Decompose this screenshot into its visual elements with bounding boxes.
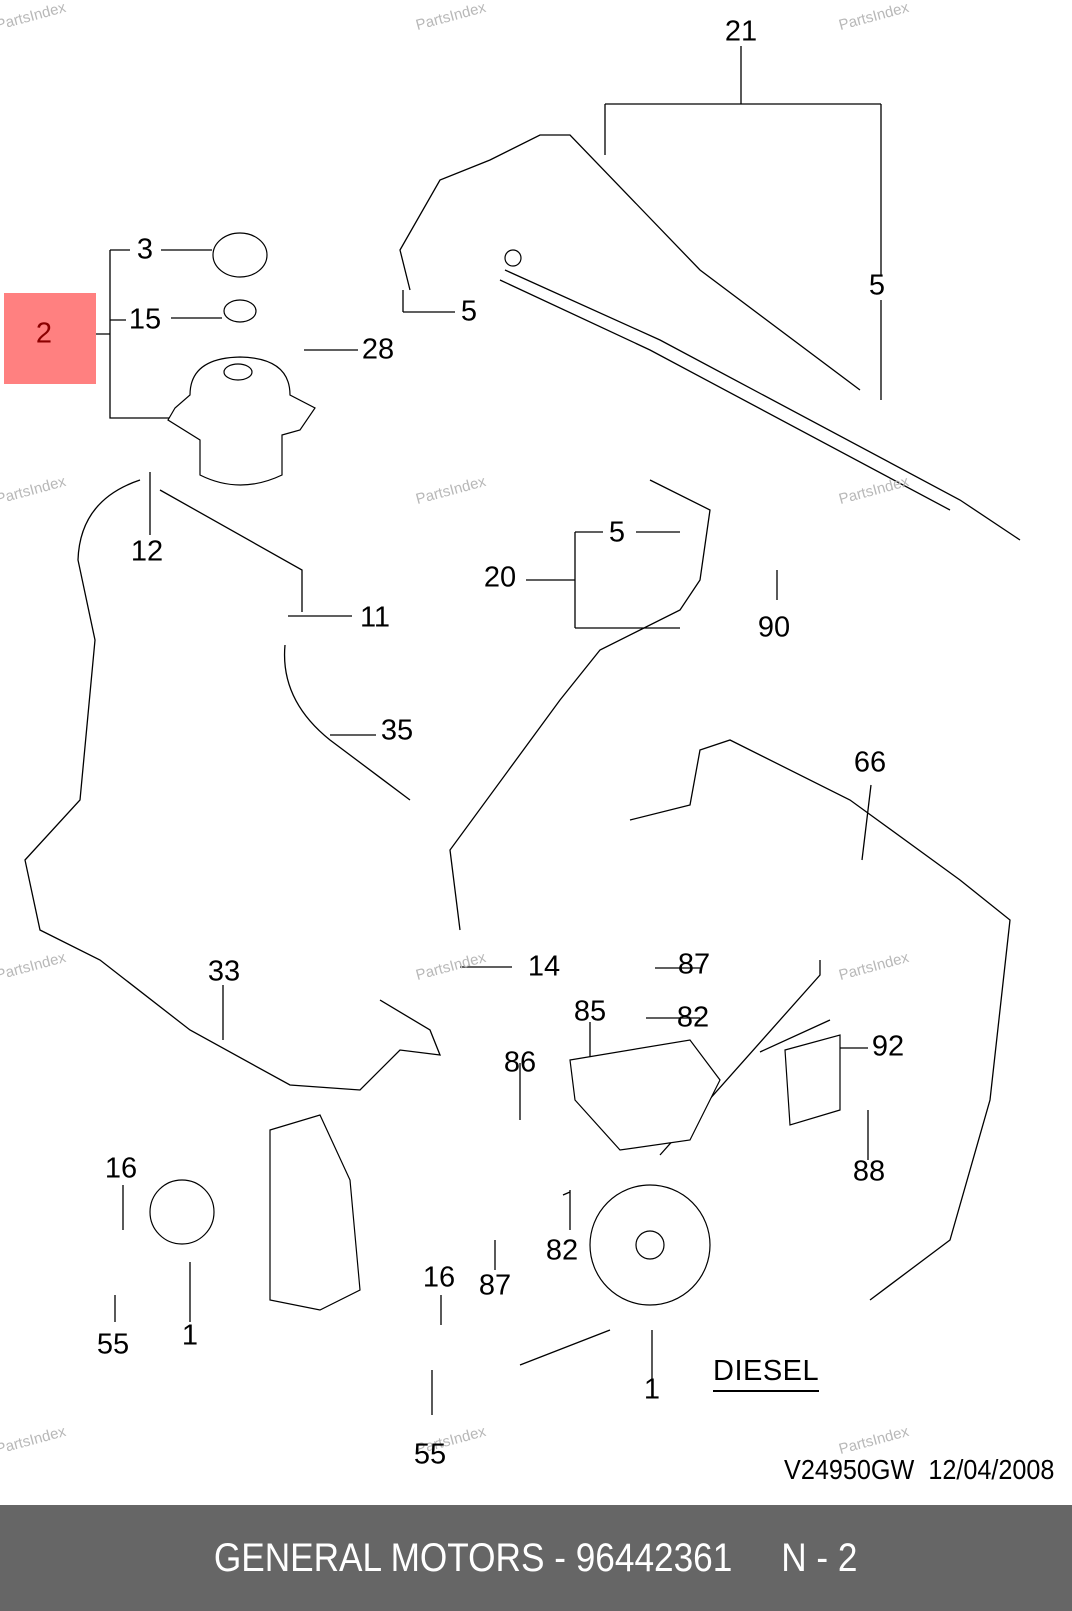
callout-66[interactable]: 66	[853, 746, 887, 779]
callout-5[interactable]: 5	[460, 295, 478, 328]
pumps	[149, 1034, 841, 1311]
hoses	[24, 134, 1011, 1301]
callout-87[interactable]: 87	[677, 948, 711, 981]
callout-35[interactable]: 35	[380, 714, 414, 747]
callout-33[interactable]: 33	[207, 955, 241, 988]
callout-92[interactable]: 92	[871, 1030, 905, 1063]
steering-rack	[499, 249, 1021, 541]
callout-1[interactable]: 1	[181, 1319, 199, 1352]
footer-bar: GENERAL MOTORS - 96442361 N - 2	[0, 1505, 1072, 1611]
diagram-drawing	[24, 46, 1021, 1415]
callout-20[interactable]: 20	[483, 561, 517, 594]
callout-88[interactable]: 88	[852, 1155, 886, 1188]
callout-86[interactable]: 86	[503, 1046, 537, 1079]
highlighted-callout-label: 2	[35, 317, 53, 350]
callout-82[interactable]: 82	[676, 1001, 710, 1034]
callout-1[interactable]: 1	[643, 1373, 661, 1406]
drawing-date: 12/04/2008	[927, 1454, 1054, 1485]
callout-85[interactable]: 85	[573, 995, 607, 1028]
callout-28[interactable]: 28	[361, 333, 395, 366]
drawing-id: V24950GW	[783, 1454, 914, 1485]
reservoir-assembly	[167, 232, 316, 486]
callout-5[interactable]: 5	[608, 516, 626, 549]
callout-3[interactable]: 3	[136, 233, 154, 266]
callout-5[interactable]: 5	[868, 269, 886, 302]
drawing-code: V24950GW 12/04/2008	[784, 1454, 1054, 1486]
callout-12[interactable]: 12	[130, 535, 164, 568]
callout-55[interactable]: 55	[96, 1328, 130, 1361]
callout-11[interactable]: 11	[359, 601, 391, 634]
callout-82[interactable]: 82	[545, 1234, 579, 1267]
leader-lines	[60, 46, 882, 1415]
highlighted-callout-box[interactable]	[4, 293, 96, 384]
callout-15[interactable]: 15	[128, 303, 162, 336]
callout-90[interactable]: 90	[757, 611, 791, 644]
variant-label: DIESEL	[713, 1355, 820, 1392]
callout-16[interactable]: 16	[422, 1261, 456, 1294]
callout-14[interactable]: 14	[527, 950, 561, 983]
parts-diagram: PartsIndex PartsIndex PartsIndex PartsIn…	[0, 0, 1054, 1486]
callout-21[interactable]: 21	[724, 15, 758, 48]
callout-87[interactable]: 87	[478, 1269, 512, 1302]
callout-16[interactable]: 16	[104, 1152, 138, 1185]
callout-55[interactable]: 55	[413, 1438, 447, 1471]
footer-text: GENERAL MOTORS - 96442361 N - 2	[214, 1535, 858, 1580]
